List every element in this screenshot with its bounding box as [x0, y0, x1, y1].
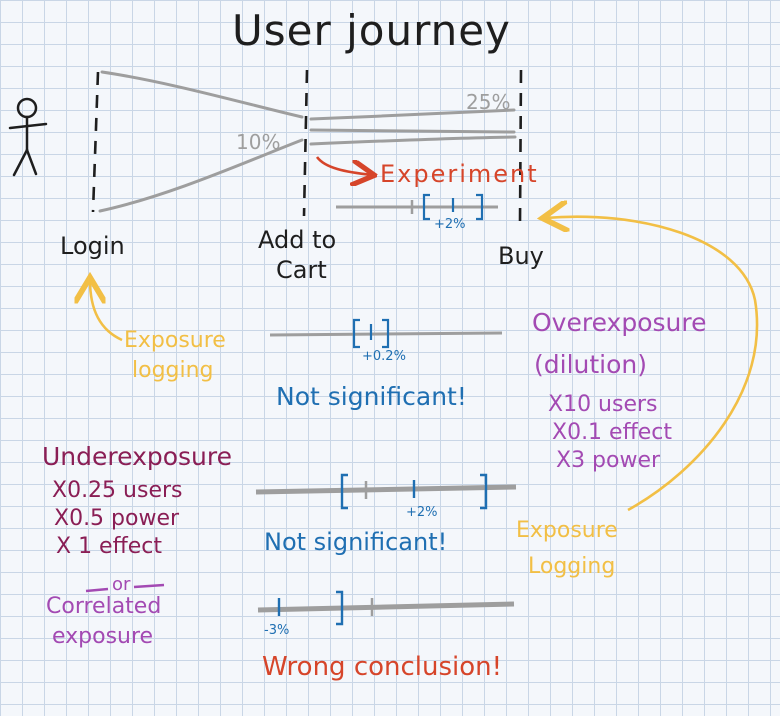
buy-stage-line	[518, 69, 523, 223]
experiment-effect-bar	[336, 193, 498, 221]
funnel-lines	[98, 70, 517, 213]
correlated-effect-bar	[257, 590, 515, 626]
overexposure-subtitle: (dilution)	[534, 350, 648, 379]
overexposure-item-3: X3 power	[556, 448, 661, 473]
exposure-logging-right-line1: Exposure	[516, 518, 618, 543]
experiment-label: Experiment	[380, 160, 539, 188]
stage-add-to-cart-line2: Cart	[276, 256, 327, 284]
stage-login: Login	[60, 232, 125, 260]
overexposure-effect: +0.2%	[362, 349, 406, 364]
overexposure-item-2: X0.1 effect	[552, 420, 673, 445]
experiment-effect: +2%	[434, 217, 466, 232]
underexposure-item-3: X 1 effect	[56, 534, 163, 559]
stage-buy: Buy	[498, 242, 544, 270]
experiment-arrow	[315, 156, 372, 175]
stage-add-to-cart-line1: Add to	[258, 226, 337, 254]
page-title: User journey	[232, 6, 511, 55]
underexposure-item-2: X0.5 power	[54, 506, 180, 531]
exposure-logging-left-arrow	[90, 280, 123, 342]
exposure-logging-right-line2: Logging	[528, 554, 616, 579]
or-dash-left	[85, 587, 109, 593]
correlated-line2: exposure	[52, 624, 154, 649]
correlated-or: or	[112, 574, 131, 595]
exposure-logging-right-arrow	[545, 217, 759, 512]
user-figure-icon	[8, 97, 48, 177]
add-to-cart-percent: 10%	[236, 130, 281, 154]
underexposure-item-1: X0.25 users	[52, 478, 183, 503]
underexposure-effect-bar	[255, 473, 517, 510]
underexposure-effect: +2%	[406, 505, 438, 520]
exposure-logging-left-line1: Exposure	[124, 328, 226, 353]
overexposure-title: Overexposure	[532, 308, 707, 337]
correlated-effect: -3%	[264, 623, 290, 638]
add-to-cart-stage-line	[302, 69, 309, 217]
underexposure-result: Not significant!	[264, 528, 448, 556]
overexposure-result: Not significant!	[276, 382, 467, 411]
exposure-logging-left-line2: logging	[132, 358, 214, 383]
underexposure-title: Underexposure	[42, 442, 233, 471]
overexposure-item-1: X10 users	[548, 392, 658, 417]
correlated-result: Wrong conclusion!	[262, 652, 503, 682]
buy-percent: 25%	[466, 90, 511, 114]
overexposure-effect-bar	[269, 318, 503, 349]
login-stage-line	[91, 71, 100, 213]
or-dash-right	[133, 583, 165, 589]
correlated-line1: Correlated	[46, 594, 162, 619]
